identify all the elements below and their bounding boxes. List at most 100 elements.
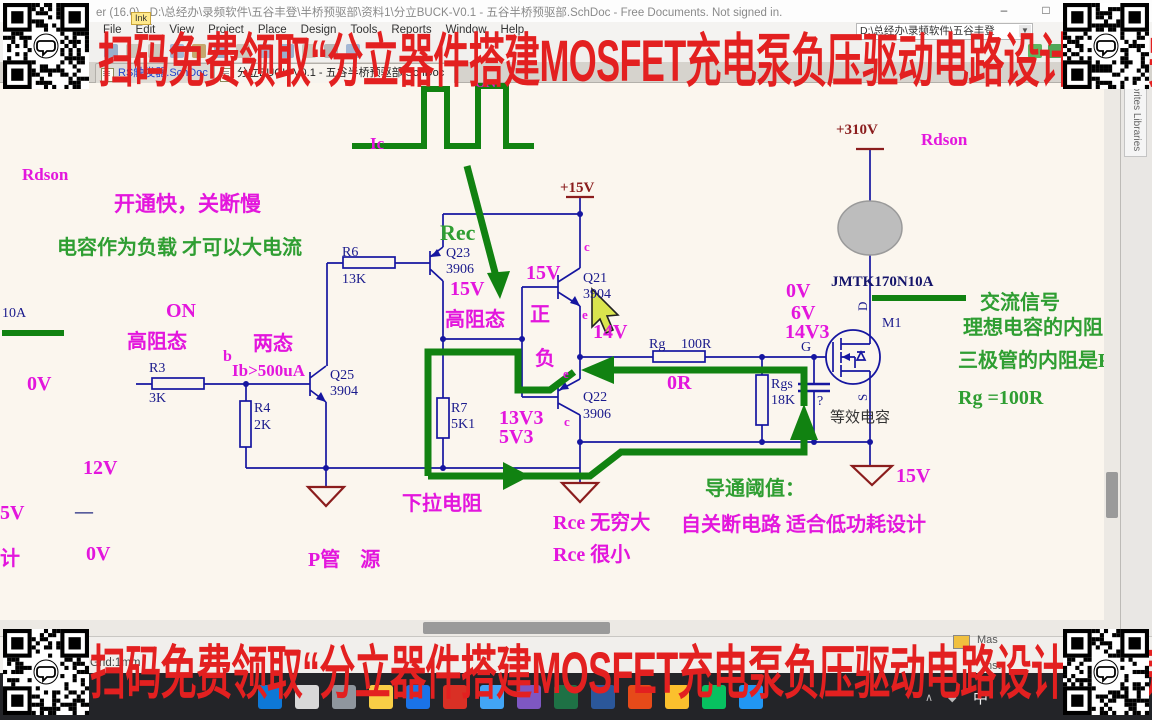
taskbar-icon-start[interactable] <box>258 685 282 709</box>
pin-g: G <box>801 340 812 355</box>
taskbar-icon-task-view[interactable] <box>332 685 356 709</box>
taskbar-icon-edge-browser[interactable] <box>406 685 430 709</box>
document-tab-bar: RS触发器.SchDoc 分立BUCK-V0.1 - 五谷半桥预驱部.SchDo… <box>0 62 1152 83</box>
label-rdson-left: Rdson <box>22 165 69 184</box>
menu-edit[interactable]: Edit <box>135 24 156 36</box>
taskbar-icon-photos[interactable] <box>517 685 541 709</box>
net-15v: +15V <box>560 180 595 196</box>
note-threshold: 导通阈值： <box>705 478 805 500</box>
val-rg: 100R <box>681 337 712 352</box>
toolbar-icon[interactable] <box>170 44 184 58</box>
toolbar-icon[interactable] <box>1048 44 1062 58</box>
taskbar-icon-search[interactable] <box>295 685 319 709</box>
toolbar-icon[interactable] <box>258 44 272 58</box>
toolbar-icon[interactable] <box>280 44 294 58</box>
label-ib: Ib>500uA <box>232 361 305 380</box>
val-m1: JMTK170N10A <box>831 274 934 290</box>
window-title: er (16.0) - D:\总经办\录频软件\五谷丰登\半桥预驱部\资料1\分… <box>96 7 783 19</box>
ref-cap: ? <box>817 394 824 409</box>
note-rce-inf: Rce 无穷大 <box>553 512 651 534</box>
ref-r3: R3 <box>149 361 166 376</box>
ref-q21: Q21 <box>583 271 608 286</box>
taskbar-icon-file-explorer[interactable] <box>369 685 393 709</box>
label-equiv-cap: 等效电容 <box>830 410 891 426</box>
taskbar-icon-word[interactable] <box>591 685 615 709</box>
note-pulldown: 下拉电阻 <box>402 493 482 515</box>
taskbar-icon-pdf-reader[interactable] <box>443 685 467 709</box>
document-icon <box>220 68 233 82</box>
toolbar-icon[interactable] <box>346 44 360 58</box>
tab-active-schematic[interactable]: 分立BUCK-V0.1 - 五谷半桥预驱部.SchDoc <box>214 63 456 83</box>
horizontal-scrollbar[interactable] <box>0 620 1120 636</box>
toolbar-icon[interactable] <box>302 44 316 58</box>
ime-indicator[interactable]: 中 <box>973 690 989 707</box>
label-5v3: 5V3 <box>499 426 534 448</box>
taskbar-icon-mail[interactable] <box>480 685 504 709</box>
ink-tool-chip[interactable]: Ink <box>131 12 152 25</box>
mask-level-label[interactable]: Mas <box>977 634 998 646</box>
toolbar-icon[interactable] <box>236 44 250 58</box>
toolbar-icon[interactable] <box>214 44 228 58</box>
toolbar-icon[interactable] <box>126 44 140 58</box>
maximize-button[interactable]: □ <box>1042 3 1050 17</box>
taskbar-icon-wechat[interactable] <box>702 685 726 709</box>
val-r7: 5K1 <box>451 417 476 432</box>
toolbar-icon[interactable] <box>148 44 162 58</box>
label-10a: 10A <box>2 306 27 321</box>
note-self-off: 自关断电路 适合低功耗设计 <box>681 514 926 536</box>
menu-view[interactable]: View <box>169 24 195 36</box>
taskbar-icon-im-app[interactable] <box>739 685 763 709</box>
path-combobox[interactable]: D:\总经办\录频软件\五谷丰登 ▼ <box>856 23 1033 40</box>
taskbar-icon-wps[interactable] <box>628 685 652 709</box>
load-ellipse <box>837 200 903 256</box>
toolbar-icon[interactable] <box>324 44 338 58</box>
menu-design[interactable]: Design <box>300 24 337 36</box>
val-r4: 2K <box>254 418 272 433</box>
menu-file[interactable]: File <box>103 24 122 36</box>
val-q21: 3904 <box>583 287 611 302</box>
ref-r6: R6 <box>342 245 359 260</box>
menu-reports[interactable]: Reports <box>391 24 432 36</box>
ref-rgs: Rgs <box>771 377 793 392</box>
label-13v3: 13V3 <box>499 407 544 429</box>
vertical-scrollbar[interactable] <box>1104 82 1120 620</box>
chevron-down-icon[interactable]: ▼ <box>1019 25 1031 37</box>
qr-code <box>3 629 89 715</box>
val-rgs: 18K <box>771 393 796 408</box>
menu-items: File Edit View Project Place Design Tools Repor… <box>96 22 531 40</box>
toolbar-icon[interactable] <box>1028 44 1042 58</box>
qr-pattern <box>1063 629 1149 715</box>
toolbar-icon[interactable] <box>192 44 206 58</box>
tab-rs-flipflop[interactable]: RS触发器.SchDoc <box>95 63 219 83</box>
ref-q23: Q23 <box>446 246 471 261</box>
note-rg-100r: Rg =100R <box>958 387 1044 409</box>
note-bjt-res: 三极管的内阻是R <box>958 350 1113 372</box>
menu-tools[interactable]: Tools <box>350 24 378 36</box>
menu-help[interactable]: Help <box>500 24 525 36</box>
toolbar-icon[interactable] <box>104 44 118 58</box>
ref-rg: Rg <box>649 337 666 352</box>
label-15v-gnd: 15V <box>896 465 931 487</box>
label-0v-right: 0V <box>786 280 811 302</box>
label-neg: 负 <box>535 348 555 370</box>
qr-pattern <box>1063 3 1149 89</box>
label-on: ON <box>166 300 196 322</box>
label-14v3: 14V3 <box>785 321 830 343</box>
menu-window[interactable]: Window <box>445 24 487 36</box>
label-15v-center: 15V <box>450 278 485 300</box>
minimize-button[interactable]: – <box>1000 3 1008 17</box>
tray-volume-icon[interactable]: ◆ <box>948 692 957 704</box>
menu-place[interactable]: Place <box>257 24 287 36</box>
mouse-cursor <box>591 287 620 335</box>
ref-m1: M1 <box>882 316 902 331</box>
tray-chevron-icon[interactable]: ∧ <box>925 692 934 704</box>
vscroll-thumb[interactable] <box>1106 472 1118 518</box>
label-hiz-left: 高阻态 <box>127 331 187 353</box>
pin-d: D <box>855 301 870 311</box>
taskbar-icon-chrome[interactable] <box>665 685 689 709</box>
promo-banner-bottom: 扫码免费领取“分立器件搭建MOSFET充电泵负压驱动电路设计30集完整视频” <box>90 641 1152 706</box>
hscroll-thumb[interactable] <box>423 622 610 634</box>
taskbar-icon-excel[interactable] <box>554 685 578 709</box>
menu-project[interactable]: Project <box>208 24 244 36</box>
